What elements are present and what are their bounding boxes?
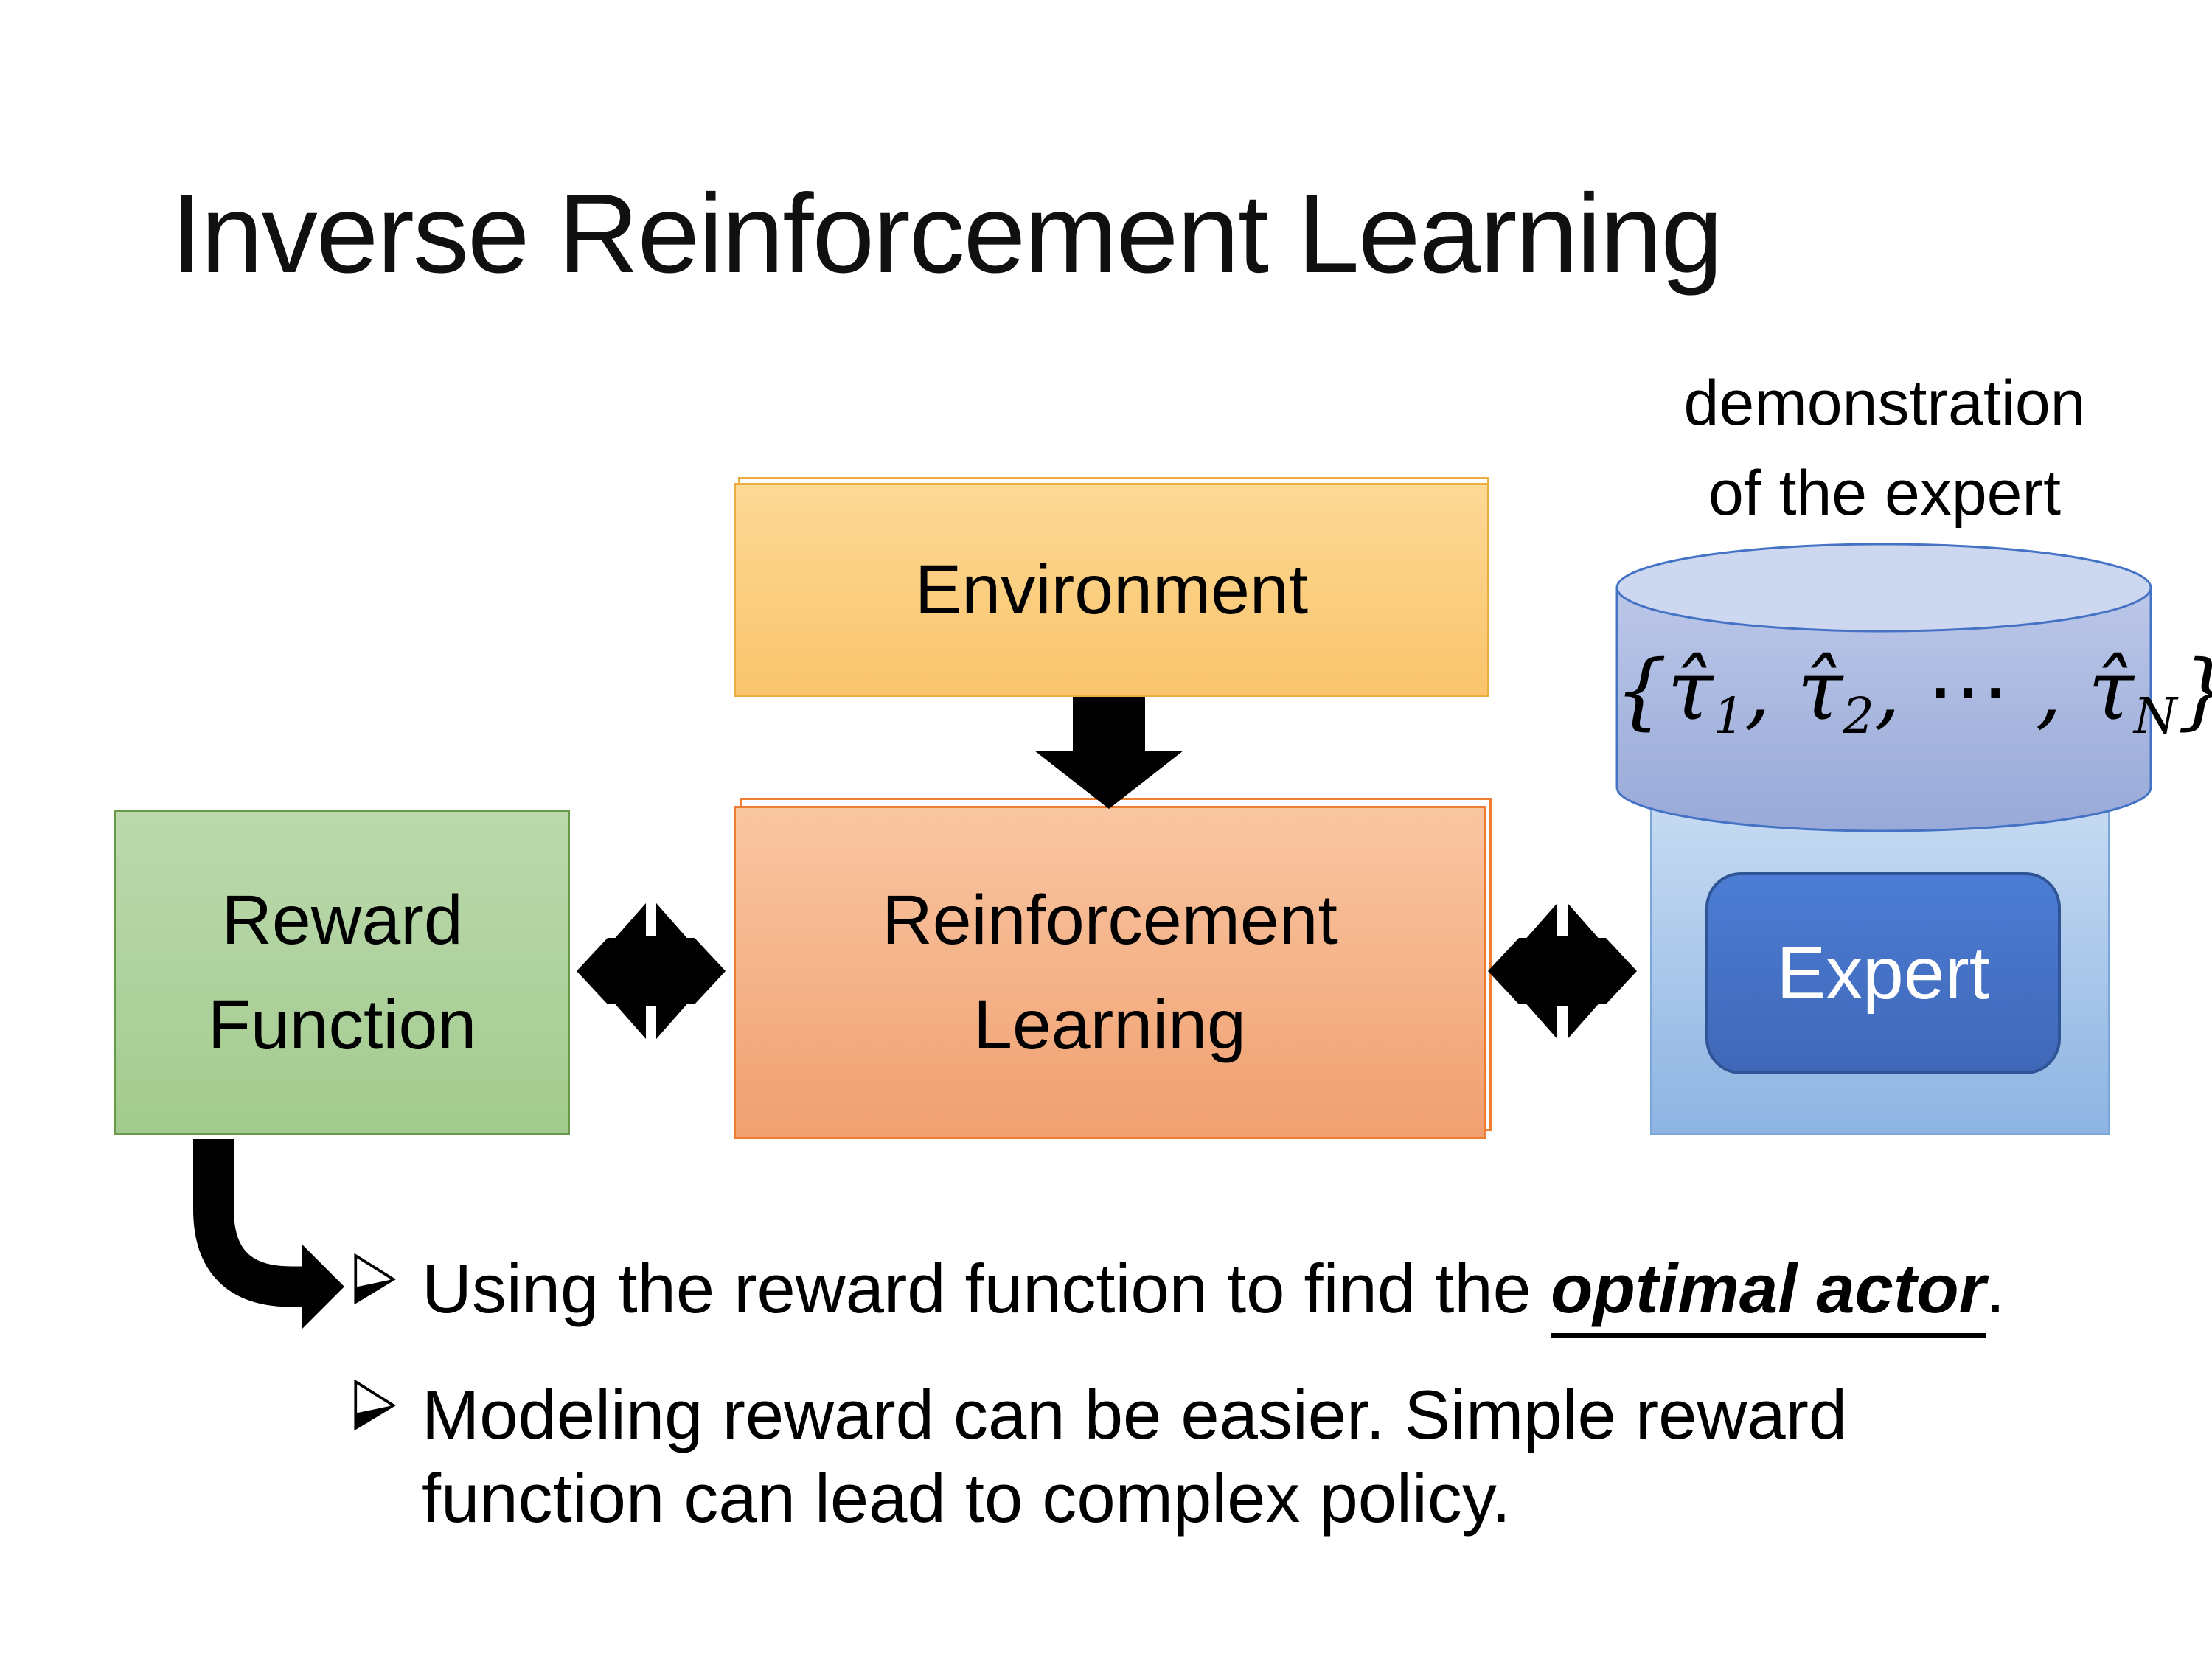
- bullet-text: Modeling reward can be easier. Simple re…: [422, 1375, 1848, 1537]
- database-cylinder-icon: [1615, 543, 2152, 832]
- demonstration-caption: demonstration of the expert: [1585, 358, 2184, 538]
- environment-box: Environment: [734, 483, 1489, 697]
- bullet-arrowhead-icon: [354, 1379, 397, 1431]
- demonstration-caption-line2: of the expert: [1708, 458, 2062, 529]
- reinforcement-learning-label-line2: Learning: [973, 986, 1246, 1064]
- page-title: Inverse Reinforcement Learning: [171, 171, 1723, 296]
- bullet-arrowhead-icon: [354, 1253, 397, 1305]
- double-arrow-icon: [1488, 897, 1637, 1045]
- environment-label: Environment: [914, 550, 1309, 629]
- demonstrations-math: {τ̂1, τ̂2, ⋯ , τ̂N}: [1615, 643, 2212, 745]
- down-arrow-icon: [1034, 697, 1183, 809]
- reinforcement-learning-label-line1: Reinforcement: [882, 880, 1338, 959]
- expert-label: Expert: [1776, 931, 1990, 1015]
- expert-box: Expert: [1705, 872, 2061, 1074]
- reward-function-label-line2: Function: [207, 986, 477, 1064]
- bent-arrow-icon: [193, 1139, 344, 1329]
- bullet-list: Using the reward function to find the op…: [352, 1248, 2070, 1540]
- reward-function-label-line1: Reward: [221, 880, 463, 959]
- reward-function-box: Reward Function: [114, 810, 570, 1135]
- double-arrow-icon: [577, 897, 726, 1045]
- reinforcement-learning-box: Reinforcement Learning: [734, 806, 1486, 1139]
- bullet-text: Using the reward function to find the op…: [422, 1248, 2070, 1338]
- bullet-item: Using the reward function to find the op…: [352, 1248, 2070, 1338]
- demonstration-caption-line1: demonstration: [1683, 368, 2086, 439]
- bullet-item: Modeling reward can be easier. Simple re…: [352, 1374, 2070, 1540]
